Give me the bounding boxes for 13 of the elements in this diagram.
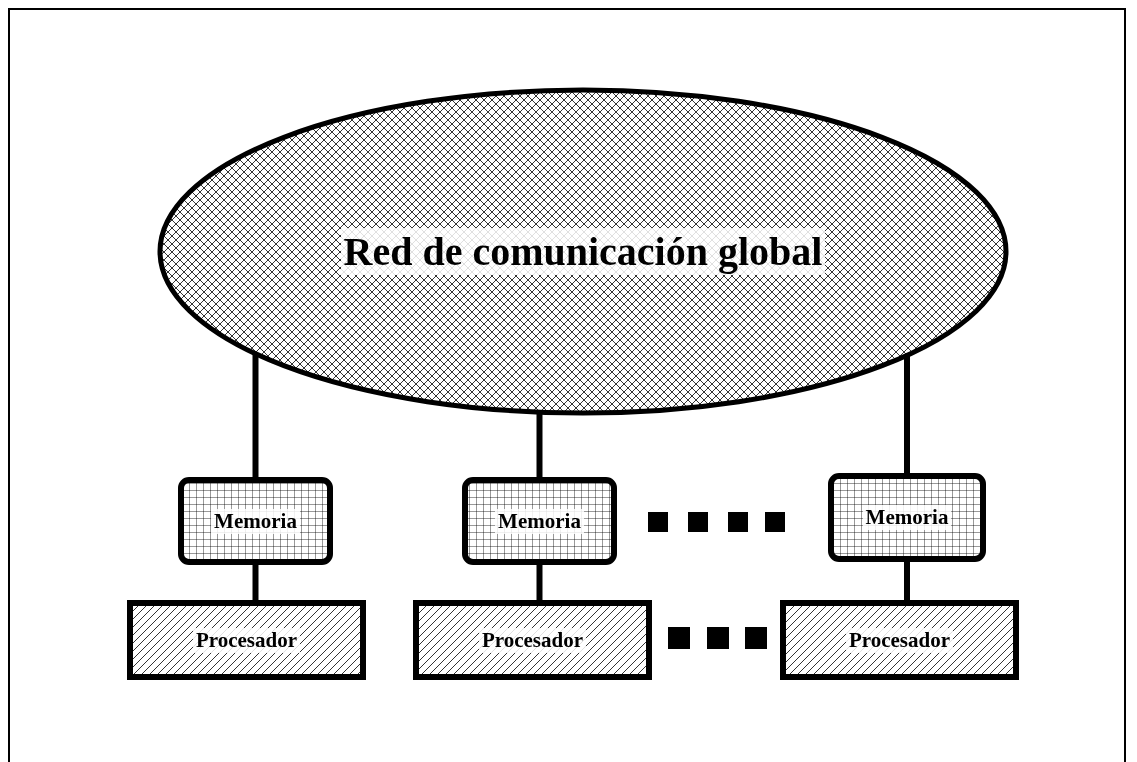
connector-line [904, 355, 910, 473]
node-label: Memoria [495, 508, 584, 534]
node-label: Procesador [478, 627, 587, 653]
connector-line [904, 562, 910, 600]
node-label: Memoria [211, 508, 300, 534]
connector-line [536, 412, 543, 477]
node-label: Memoria [862, 505, 952, 530]
node-label: Procesador [845, 627, 954, 653]
connector-line [536, 565, 543, 600]
connector-line [252, 565, 259, 600]
connector-line [252, 353, 259, 477]
node-label: Red de comunicación global [340, 228, 826, 275]
node-label: Procesador [192, 627, 301, 653]
